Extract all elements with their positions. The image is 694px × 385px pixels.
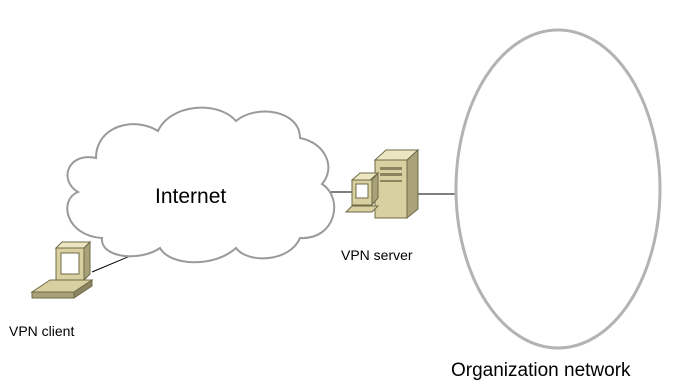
- organization-network-label: Organization network: [451, 360, 631, 381]
- internet-cloud: [66, 106, 336, 264]
- laptop-icon: [30, 240, 94, 299]
- vpn-server-label: VPN server: [341, 247, 413, 263]
- internet-label: Internet: [155, 185, 227, 208]
- server-icon: [344, 148, 420, 220]
- vpn-client-label: VPN client: [9, 323, 75, 339]
- organization-network-ellipse: [454, 28, 662, 350]
